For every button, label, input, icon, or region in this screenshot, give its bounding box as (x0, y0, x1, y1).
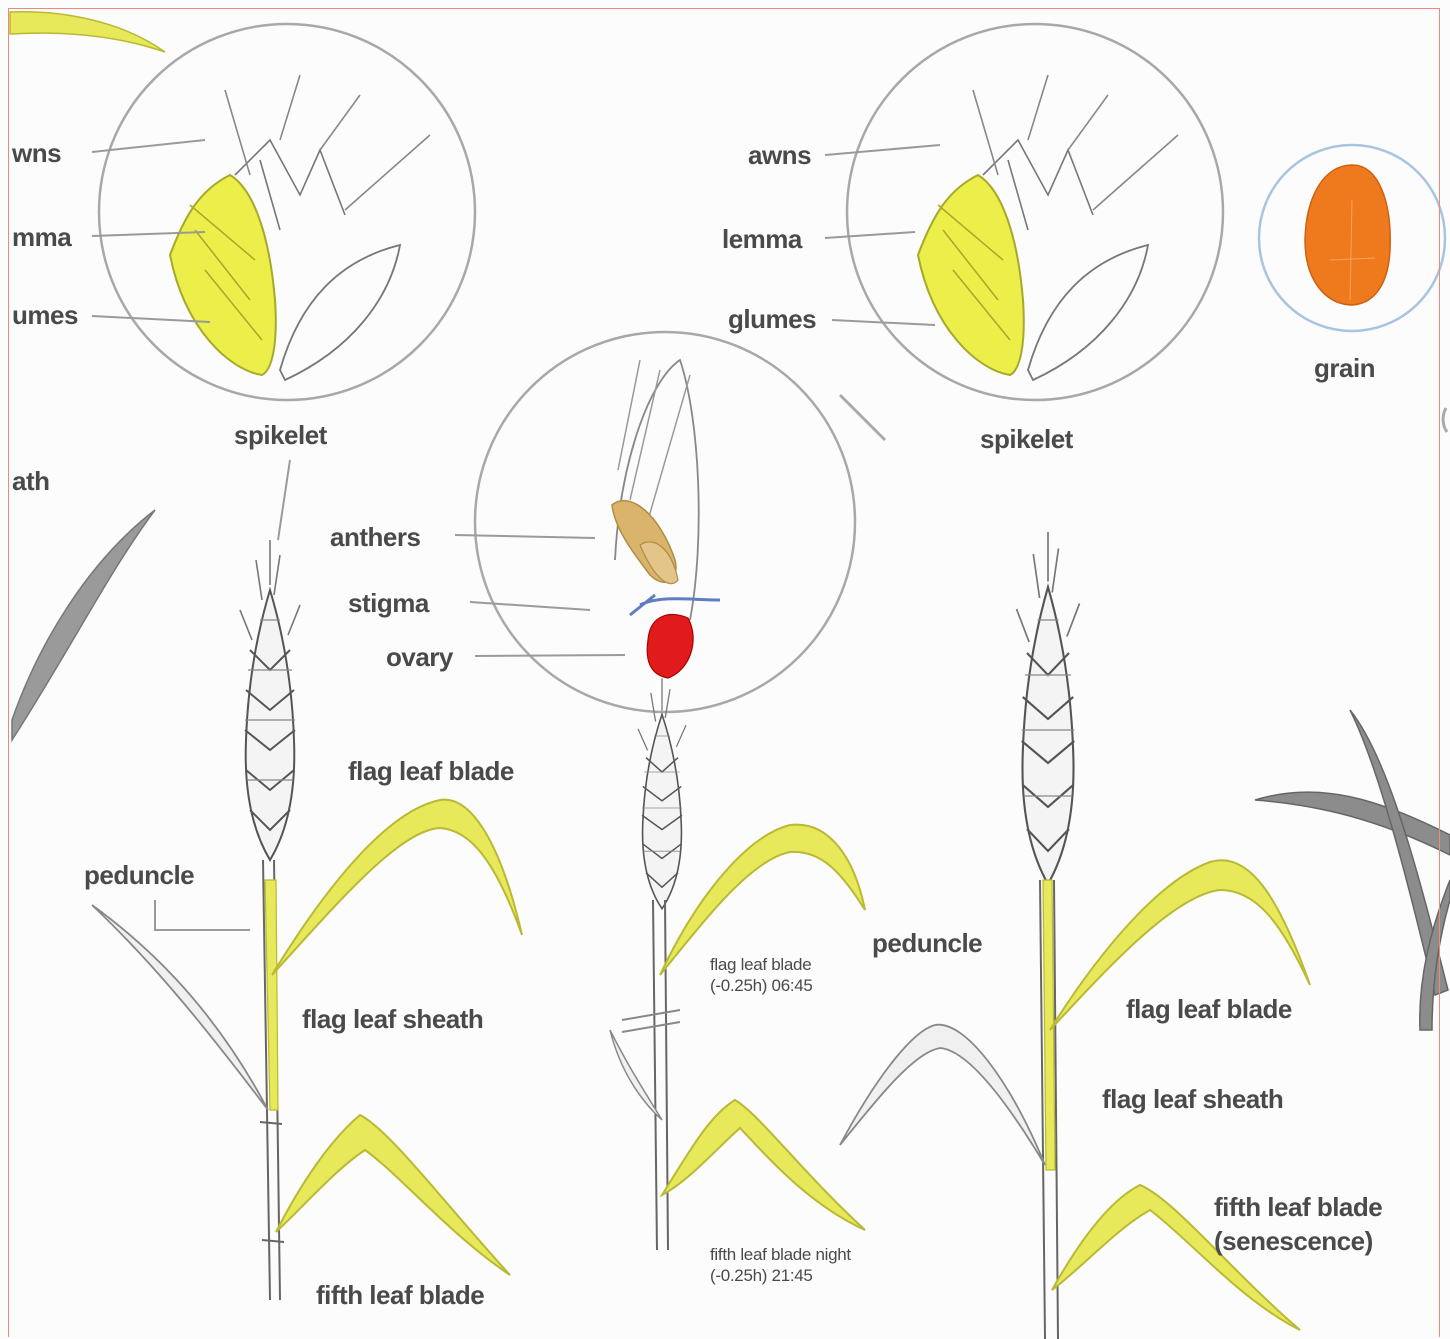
middle-plant-drawing (455, 332, 885, 1250)
left-spikelet-label: spikelet (234, 420, 327, 451)
left-sheath-fragment-label: ath (12, 466, 50, 497)
middle-fifth-leaf-blade-label: fifth leaf blade night (-0.25h) 21:45 (710, 1244, 851, 1286)
left-glumes-label: umes (12, 300, 78, 331)
right-spikelet-label: spikelet (980, 424, 1073, 455)
right-spikelet-circle (847, 24, 1223, 400)
left-flag-leaf-sheath-label: flag leaf sheath (302, 1004, 483, 1035)
grain-icon (1305, 165, 1390, 305)
left-lemma-label: mma (12, 222, 71, 253)
middle-flag-blade-title: flag leaf blade (710, 954, 813, 975)
grain-label: grain (1314, 353, 1375, 384)
left-fifth-leaf-blade-label: fifth leaf blade (316, 1280, 484, 1311)
right-fifth-title: fifth leaf blade (1214, 1190, 1382, 1224)
middle-peduncle-label: peduncle (872, 928, 982, 959)
stigma-label: stigma (348, 588, 429, 619)
left-spikelet-circle (99, 24, 475, 400)
right-awns-label: awns (748, 140, 811, 171)
right-glumes-label: glumes (728, 304, 816, 335)
ovary-label: ovary (386, 642, 453, 673)
right-flag-leaf-blade-label: flag leaf blade (1126, 994, 1292, 1025)
middle-flag-leaf-blade-label: flag leaf blade (-0.25h) 06:45 (710, 954, 813, 996)
left-flag-leaf-blade-label: flag leaf blade (348, 756, 514, 787)
anthers-label: anthers (330, 522, 420, 553)
middle-flag-blade-time: (-0.25h) 06:45 (710, 975, 813, 996)
left-awns-label: wns (12, 138, 61, 169)
middle-fifth-blade-time: (-0.25h) 21:45 (710, 1265, 851, 1286)
left-peduncle-label: peduncle (84, 860, 194, 891)
right-fifth-leaf-blade-label: fifth leaf blade (senescence) (1214, 1190, 1382, 1258)
middle-fifth-blade-title: fifth leaf blade night (710, 1244, 851, 1265)
right-plant-drawing (825, 24, 1450, 1339)
right-fifth-state: (senescence) (1214, 1224, 1382, 1258)
right-flag-leaf-sheath-label: flag leaf sheath (1102, 1084, 1283, 1115)
right-lemma-label: lemma (722, 224, 802, 255)
